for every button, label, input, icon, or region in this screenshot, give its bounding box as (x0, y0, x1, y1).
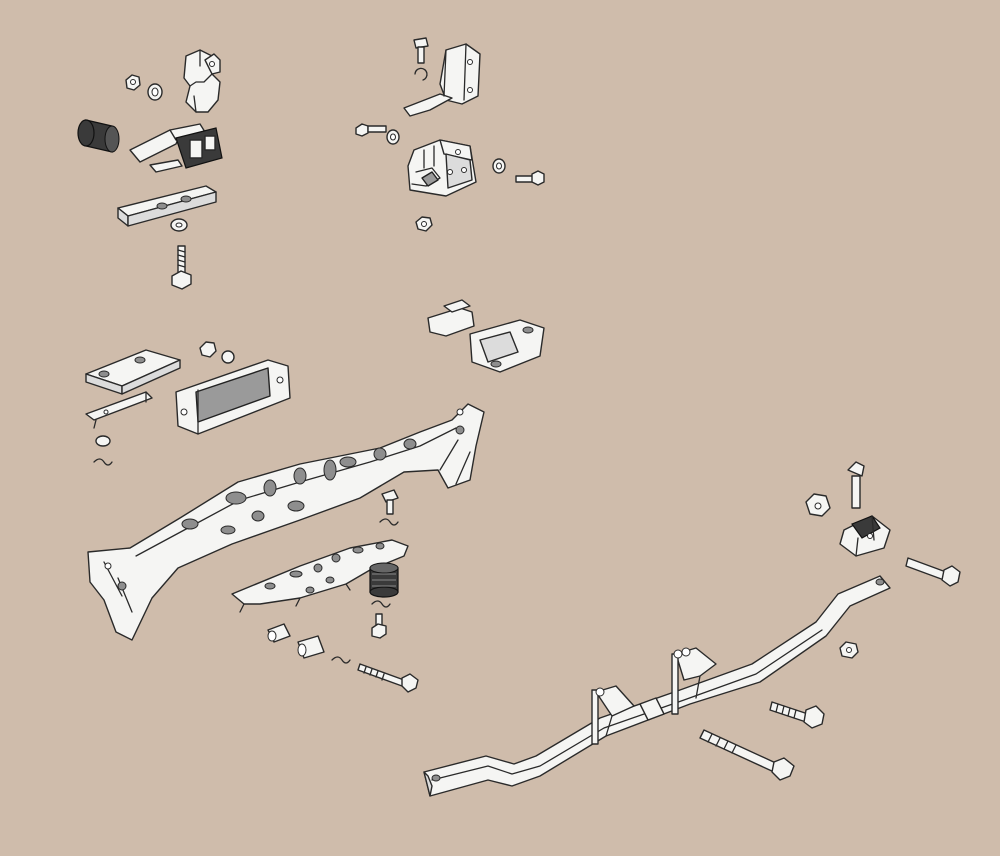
bolt (379, 489, 399, 526)
bolt (699, 729, 795, 781)
nut (415, 216, 433, 232)
bolt (769, 701, 825, 729)
bolt (847, 461, 865, 509)
retainer-plate (117, 185, 217, 227)
bolt (905, 557, 961, 587)
stud-mount (129, 123, 223, 173)
rubber-mount (175, 359, 291, 435)
upper-bracket (403, 43, 481, 117)
bolt (371, 613, 387, 639)
bolt (355, 123, 387, 137)
crossmember (87, 403, 485, 641)
crossmember-group (85, 341, 485, 693)
strap (85, 391, 153, 429)
washer (492, 158, 506, 174)
bolt (515, 170, 545, 186)
frame-rail-group (423, 461, 961, 797)
lower-mount (407, 139, 477, 197)
mount-pad-group (427, 299, 545, 373)
plate (85, 349, 181, 395)
engine-mount-group (355, 37, 545, 232)
clip (93, 458, 113, 466)
bolt (171, 245, 192, 290)
nut (805, 493, 831, 517)
circlip (414, 67, 428, 81)
washer (221, 350, 235, 364)
nut (199, 341, 217, 358)
nut (839, 641, 859, 659)
sleeve (297, 635, 325, 659)
sleeve (267, 623, 291, 643)
u-bracket (183, 49, 221, 113)
clip (331, 656, 351, 664)
nut (125, 74, 141, 91)
washer (95, 435, 111, 447)
clip (371, 600, 391, 608)
cylindrical-bushing (369, 562, 399, 598)
rubber-bushing (77, 119, 120, 153)
mount-bracket (839, 515, 891, 557)
washer (147, 83, 163, 101)
washer (170, 218, 188, 232)
bolt (357, 663, 419, 693)
bolt (413, 37, 429, 64)
washer (386, 129, 400, 145)
transmission-mount-group (77, 49, 223, 290)
heat-shield (231, 539, 409, 613)
frame-rail (423, 575, 891, 797)
